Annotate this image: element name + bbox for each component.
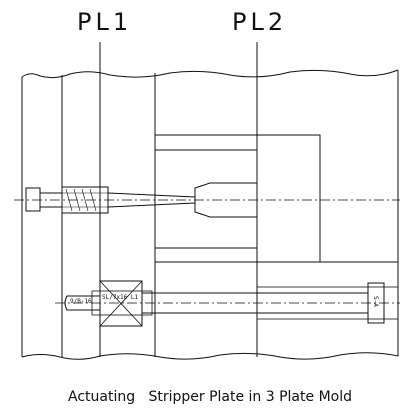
sprue-cone-upper (107, 192, 196, 198)
guide-pin (64, 295, 101, 311)
cavity-block (155, 134, 321, 263)
side-tag: S-A (372, 296, 379, 307)
bolt-code: SL/7x16 L1 (102, 294, 139, 301)
diagram-caption: Actuating Stripper Plate in 3 Plate Mold (0, 389, 420, 405)
parting-line-1-label: PL1 (77, 8, 133, 36)
sprue-cone-lower (107, 202, 196, 208)
parting-line-2-label: PL2 (232, 8, 288, 36)
cavity-block-stepped (155, 149, 258, 249)
top-break-line (21, 69, 399, 79)
caption-part-1: Actuating (67, 389, 136, 405)
bottom-break-line (21, 352, 399, 360)
nozzle-body (25, 187, 41, 212)
pin-code: 9/B-16 (70, 298, 92, 305)
caption-part-2: Stripper Plate in 3 Plate Mold (148, 389, 352, 405)
